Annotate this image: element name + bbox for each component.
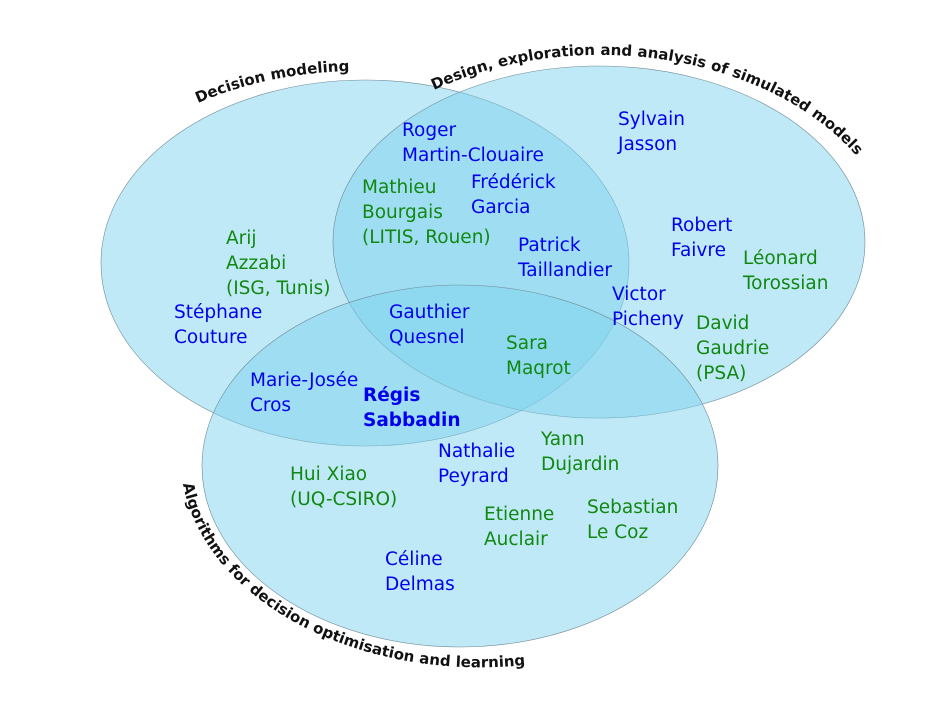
person-name-line: Delmas [385, 574, 455, 595]
person-name-line: (LITIS, Rouen) [362, 227, 491, 248]
person-name-line: Quesnel [389, 327, 465, 348]
person-name-line: Taillandier [518, 260, 612, 281]
person-name-line: Sylvain [618, 109, 685, 130]
person-name-line: David [696, 313, 750, 334]
person-name-line: Jasson [618, 134, 678, 155]
person-name-line: Frédérick [471, 172, 556, 193]
person-name-line: Régis [363, 385, 421, 406]
person-name-line: Couture [174, 327, 248, 348]
person-name-line: Azzabi [226, 253, 287, 274]
person-name-line: Gaudrie [696, 338, 770, 359]
person-name-line: Léonard [743, 248, 818, 269]
person-name-line: Céline [385, 549, 443, 570]
person-name-line: Patrick [518, 235, 581, 256]
person-name-line: Etienne [484, 504, 555, 525]
person-name-line: Yann [541, 429, 585, 450]
person-name-line: Roger [402, 120, 457, 141]
person-name-line: Sara [506, 333, 549, 354]
person-name-line: Peyrard [438, 466, 509, 487]
person-name-line: Arij [226, 228, 257, 249]
person-name-line: Victor [612, 284, 666, 305]
person-name-line: Bourgais [362, 202, 443, 223]
set-circle-optimisation-learning [201, 284, 719, 648]
person-name-line: Le Coz [587, 522, 649, 543]
person-name-line: Maqrot [506, 358, 571, 379]
person-name-line: Stéphane [174, 302, 263, 323]
person-name-line: Gauthier [389, 302, 470, 323]
person-name-line: Robert [671, 215, 733, 236]
person-name-line: Marie-Josée [250, 370, 359, 391]
person-name-line: Faivre [671, 240, 726, 261]
person-name-line: Torossian [743, 273, 829, 294]
person-name-line: Garcia [471, 197, 531, 218]
person-name-line: Hui Xiao [290, 464, 368, 485]
person-name-line: Martin-Clouaire [402, 145, 544, 166]
person-name-line: (ISG, Tunis) [226, 278, 331, 299]
person-name-line: Nathalie [438, 441, 516, 462]
person-name-line: Picheny [612, 309, 684, 330]
person-name-line: Cros [250, 395, 292, 416]
person-name-line: (UQ-CSIRO) [290, 489, 398, 510]
person-name-line: Sebastian [587, 497, 679, 518]
person-name-line: Dujardin [541, 454, 620, 475]
person-huixiao: Hui Xiao (UQ-CSIRO) [290, 462, 397, 512]
person-name-line: Sabbadin [363, 410, 461, 431]
person-name-line: Mathieu [362, 177, 437, 198]
person-sebastian: Sebastian Le Coz [587, 495, 678, 545]
person-name-line: Auclair [484, 529, 548, 550]
person-name-line: (PSA) [696, 363, 747, 384]
